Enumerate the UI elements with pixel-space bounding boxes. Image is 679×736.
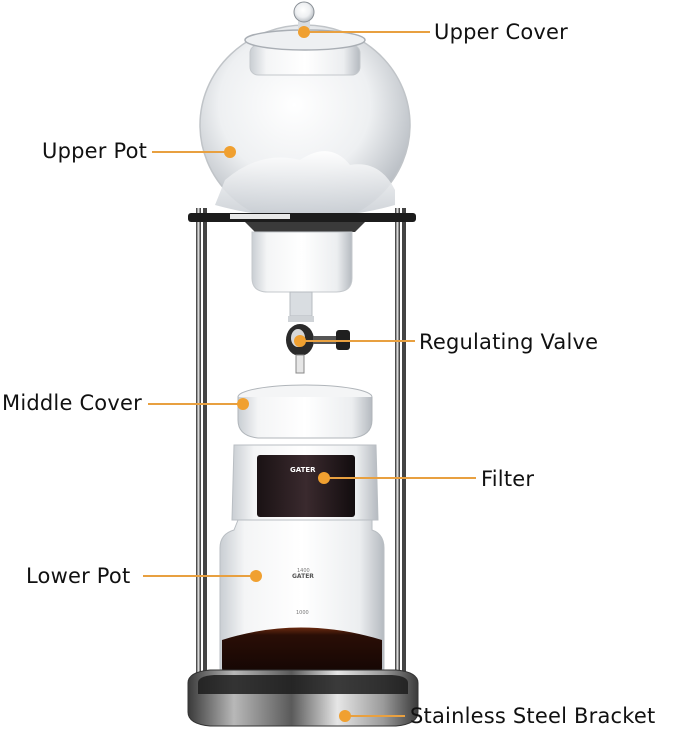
upper-pot bbox=[199, 24, 411, 226]
dot-middle-cover bbox=[237, 398, 249, 410]
filter-brand-mark: GATER bbox=[290, 466, 316, 474]
middle-cover bbox=[237, 384, 373, 439]
lower-pot-brand-mark: GATER bbox=[292, 573, 314, 580]
dot-lower-pot bbox=[250, 570, 262, 582]
label-filter: Filter bbox=[481, 467, 535, 491]
upper-cover bbox=[244, 1, 366, 51]
dot-regulating-valve bbox=[294, 335, 306, 347]
scale-upper-mark: 1400 bbox=[297, 568, 310, 574]
label-stainless-steel-bracket: Stainless Steel Bracket bbox=[410, 704, 656, 728]
filter-container: GATER bbox=[231, 444, 379, 521]
label-lower-pot: Lower Pot bbox=[26, 564, 131, 588]
label-upper-pot: Upper Pot bbox=[42, 139, 148, 163]
dot-upper-cover bbox=[298, 26, 310, 38]
label-regulating-valve: Regulating Valve bbox=[419, 330, 599, 354]
dot-upper-pot bbox=[224, 146, 236, 158]
callout-dots bbox=[224, 26, 351, 722]
dot-filter bbox=[318, 472, 330, 484]
stainless-steel-bracket bbox=[187, 669, 419, 727]
label-middle-cover: Middle Cover bbox=[2, 391, 142, 415]
frame-rods bbox=[196, 208, 406, 688]
label-upper-cover: Upper Cover bbox=[434, 20, 568, 44]
top-ring bbox=[188, 213, 416, 232]
lower-pot: GATER 1400 1000 bbox=[219, 519, 385, 681]
callouts bbox=[143, 31, 476, 717]
upper-chamber bbox=[251, 231, 353, 317]
dot-stainless-steel-bracket bbox=[339, 710, 351, 722]
scale-lower-mark: 1000 bbox=[296, 610, 309, 616]
